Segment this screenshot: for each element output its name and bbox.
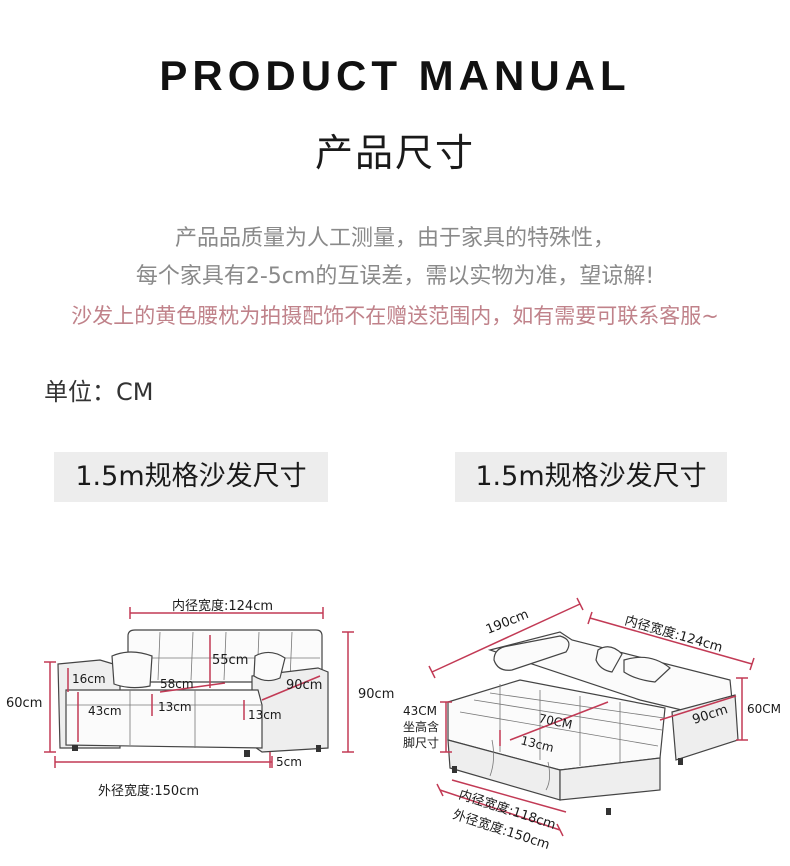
- left-dimension-lines: [44, 607, 354, 768]
- left-height-label: 60cm: [6, 696, 42, 711]
- right-sofa-bed-illustration: [447, 631, 739, 815]
- right-seat-height-label-1: 坐高含: [403, 719, 439, 734]
- note-line-2: 每个家具有2-5cm的互误差，需以实物为准，望谅解!: [135, 264, 655, 289]
- left-cushion-right-label: 13cm: [248, 708, 282, 722]
- title-en: PRODUCT MANUAL: [159, 52, 631, 99]
- right-inner-width-label: 内径宽度:124cm: [623, 612, 725, 655]
- left-leg-height-label: 5cm: [276, 755, 302, 769]
- note-line-3: 沙发上的黄色腰枕为拍摄配饰不在赠送范围内，如有需要可联系客服~: [71, 304, 719, 328]
- right-height-label: 60CM: [747, 702, 781, 716]
- left-total-height-label: 90cm: [358, 687, 394, 702]
- right-seat-height-label-2: 脚尺寸: [403, 735, 439, 750]
- left-arm-height-label: 16cm: [72, 672, 106, 686]
- spec-label-right: 1.5m规格沙发尺寸: [455, 452, 727, 502]
- right-length-label: 190cm: [484, 607, 531, 638]
- left-seat-depth-label: 58cm: [160, 677, 194, 691]
- left-side-depth-label: 90cm: [286, 678, 322, 693]
- right-dimension-lines: [428, 597, 755, 837]
- right-bed-depth-label: 70CM: [537, 711, 573, 732]
- spec-label-left: 1.5m规格沙发尺寸: [54, 452, 328, 502]
- left-cushion-left-label: 13cm: [158, 700, 192, 714]
- unit-label: 单位：CM: [44, 378, 154, 406]
- left-outer-width-label: 外径宽度:150cm: [98, 783, 199, 799]
- title-cn: 产品尺寸: [314, 131, 475, 175]
- left-inner-width-label: 内径宽度:124cm: [172, 598, 273, 614]
- note-line-1: 产品品质量为人工测量，由于家具的特殊性，: [174, 226, 615, 251]
- left-back-height-label: 55cm: [212, 653, 248, 668]
- right-seat-height-value: 43CM: [403, 704, 437, 718]
- left-seat-height-label: 43cm: [88, 704, 122, 718]
- left-sofa-illustration: [57, 629, 329, 757]
